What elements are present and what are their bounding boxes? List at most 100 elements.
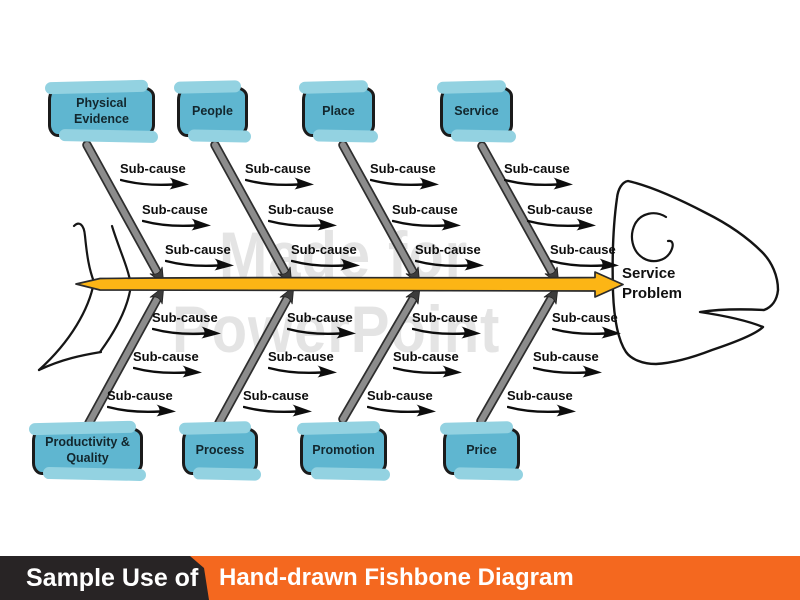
cause-box-label: Service	[454, 103, 499, 118]
sub-cause-arrow-icon	[412, 325, 483, 339]
sub-cause-item: Sub-cause	[552, 311, 630, 339]
sub-cause-label: Sub-cause	[243, 388, 309, 403]
sub-cause-arrow-icon	[393, 364, 464, 378]
sub-cause-label: Sub-cause	[533, 349, 599, 364]
footer-title: Hand-drawn Fishbone Diagram	[219, 564, 574, 591]
sub-cause-arrow-icon	[142, 217, 213, 231]
sub-cause-label: Sub-cause	[504, 161, 570, 176]
cause-box-physical-evidence: Physical Evidence	[48, 86, 155, 137]
cause-box-label: Physical Evidence	[74, 95, 129, 126]
sub-cause-item: Sub-cause	[367, 389, 445, 417]
sub-cause-arrow-icon	[107, 403, 178, 417]
sub-cause-item: Sub-cause	[245, 162, 323, 190]
cause-box-label: People	[192, 103, 233, 118]
sub-cause-item: Sub-cause	[533, 350, 611, 378]
sub-cause-label: Sub-cause	[152, 310, 218, 325]
sub-cause-arrow-icon	[268, 364, 339, 378]
sub-cause-item: Sub-cause	[142, 203, 220, 231]
sub-cause-item: Sub-cause	[392, 203, 470, 231]
sub-cause-label: Sub-cause	[165, 242, 231, 257]
footer-tag-label: Sample Use of	[26, 564, 199, 592]
cause-box-process: Process	[182, 427, 258, 475]
sub-cause-item: Sub-cause	[527, 203, 605, 231]
sub-cause-label: Sub-cause	[107, 388, 173, 403]
sub-cause-label: Sub-cause	[268, 202, 334, 217]
sub-cause-label: Sub-cause	[412, 310, 478, 325]
branch-arrow-service	[477, 141, 560, 286]
sub-cause-label: Sub-cause	[245, 161, 311, 176]
branch-arrow-promotion	[338, 286, 421, 424]
sub-cause-label: Sub-cause	[393, 349, 459, 364]
sub-cause-arrow-icon	[527, 217, 598, 231]
sub-cause-arrow-icon	[392, 217, 463, 231]
sub-cause-item: Sub-cause	[291, 243, 369, 271]
cause-box-label: Place	[322, 103, 355, 118]
sub-cause-arrow-icon	[415, 257, 486, 271]
sub-cause-item: Sub-cause	[107, 389, 185, 417]
sub-cause-arrow-icon	[120, 176, 191, 190]
sub-cause-label: Sub-cause	[370, 161, 436, 176]
sub-cause-item: Sub-cause	[268, 350, 346, 378]
sub-cause-label: Sub-cause	[550, 242, 616, 257]
sub-cause-arrow-icon	[287, 325, 358, 339]
footer-black-tag: Sample Use of	[0, 556, 209, 600]
sub-cause-item: Sub-cause	[243, 389, 321, 417]
branch-arrow-people	[210, 140, 293, 286]
effect-line2: Problem	[622, 284, 683, 302]
sub-cause-item: Sub-cause	[550, 243, 628, 271]
sub-cause-item: Sub-cause	[165, 243, 243, 271]
effect-line1: Service	[622, 265, 676, 282]
fish-head	[611, 179, 780, 366]
sub-cause-item: Sub-cause	[412, 311, 490, 339]
sub-cause-arrow-icon	[507, 403, 578, 417]
sub-cause-label: Sub-cause	[268, 349, 334, 364]
sub-cause-arrow-icon	[550, 257, 621, 271]
branch-arrow-physical-evidence	[82, 140, 165, 286]
cause-box-price: Price	[443, 427, 520, 475]
sub-cause-arrow-icon	[533, 364, 604, 378]
sub-cause-label: Sub-cause	[120, 161, 186, 176]
sub-cause-arrow-icon	[367, 403, 438, 417]
sub-cause-label: Sub-cause	[291, 242, 357, 257]
sub-cause-arrow-icon	[165, 257, 236, 271]
sub-cause-arrow-icon	[552, 325, 623, 339]
sub-cause-label: Sub-cause	[133, 349, 199, 364]
fish-tail	[37, 222, 133, 372]
sub-cause-arrow-icon	[370, 176, 441, 190]
cause-box-productivity-quality: Productivity & Quality	[32, 427, 143, 475]
sub-cause-arrow-icon	[268, 217, 339, 231]
sub-cause-label: Sub-cause	[287, 310, 353, 325]
sub-cause-item: Sub-cause	[133, 350, 211, 378]
footer-bar: Sample Use of Hand-drawn Fishbone Diagra…	[0, 556, 800, 600]
sub-cause-arrow-icon	[152, 325, 223, 339]
sub-cause-item: Sub-cause	[393, 350, 471, 378]
branch-arrow-process	[214, 285, 295, 428]
sub-cause-label: Sub-cause	[415, 242, 481, 257]
sub-cause-label: Sub-cause	[507, 388, 573, 403]
cause-box-people: People	[177, 86, 248, 137]
fish-eye-icon	[630, 212, 674, 263]
cause-box-place: Place	[302, 86, 375, 137]
sub-cause-label: Sub-cause	[392, 202, 458, 217]
sub-cause-item: Sub-cause	[504, 162, 582, 190]
sub-cause-label: Sub-cause	[142, 202, 208, 217]
sub-cause-label: Sub-cause	[552, 310, 618, 325]
sub-cause-item: Sub-cause	[268, 203, 346, 231]
sub-cause-arrow-icon	[245, 176, 316, 190]
sub-cause-arrow-icon	[504, 176, 575, 190]
fishbone-spine	[75, 271, 624, 298]
sub-cause-item: Sub-cause	[152, 311, 230, 339]
cause-box-label: Process	[195, 443, 245, 458]
sub-cause-label: Sub-cause	[367, 388, 433, 403]
sub-cause-arrow-icon	[291, 257, 362, 271]
branch-arrow-price	[476, 285, 559, 426]
cause-box-label: Productivity & Quality	[45, 435, 130, 465]
branch-arrow-productivity-quality	[84, 285, 165, 428]
cause-box-promotion: Promotion	[300, 427, 387, 475]
branch-arrow-place	[338, 140, 421, 286]
sub-cause-item: Sub-cause	[507, 389, 585, 417]
cause-box-label: Promotion	[312, 443, 375, 458]
watermark-line2: PowerPoint	[172, 292, 501, 366]
sub-cause-item: Sub-cause	[287, 311, 365, 339]
